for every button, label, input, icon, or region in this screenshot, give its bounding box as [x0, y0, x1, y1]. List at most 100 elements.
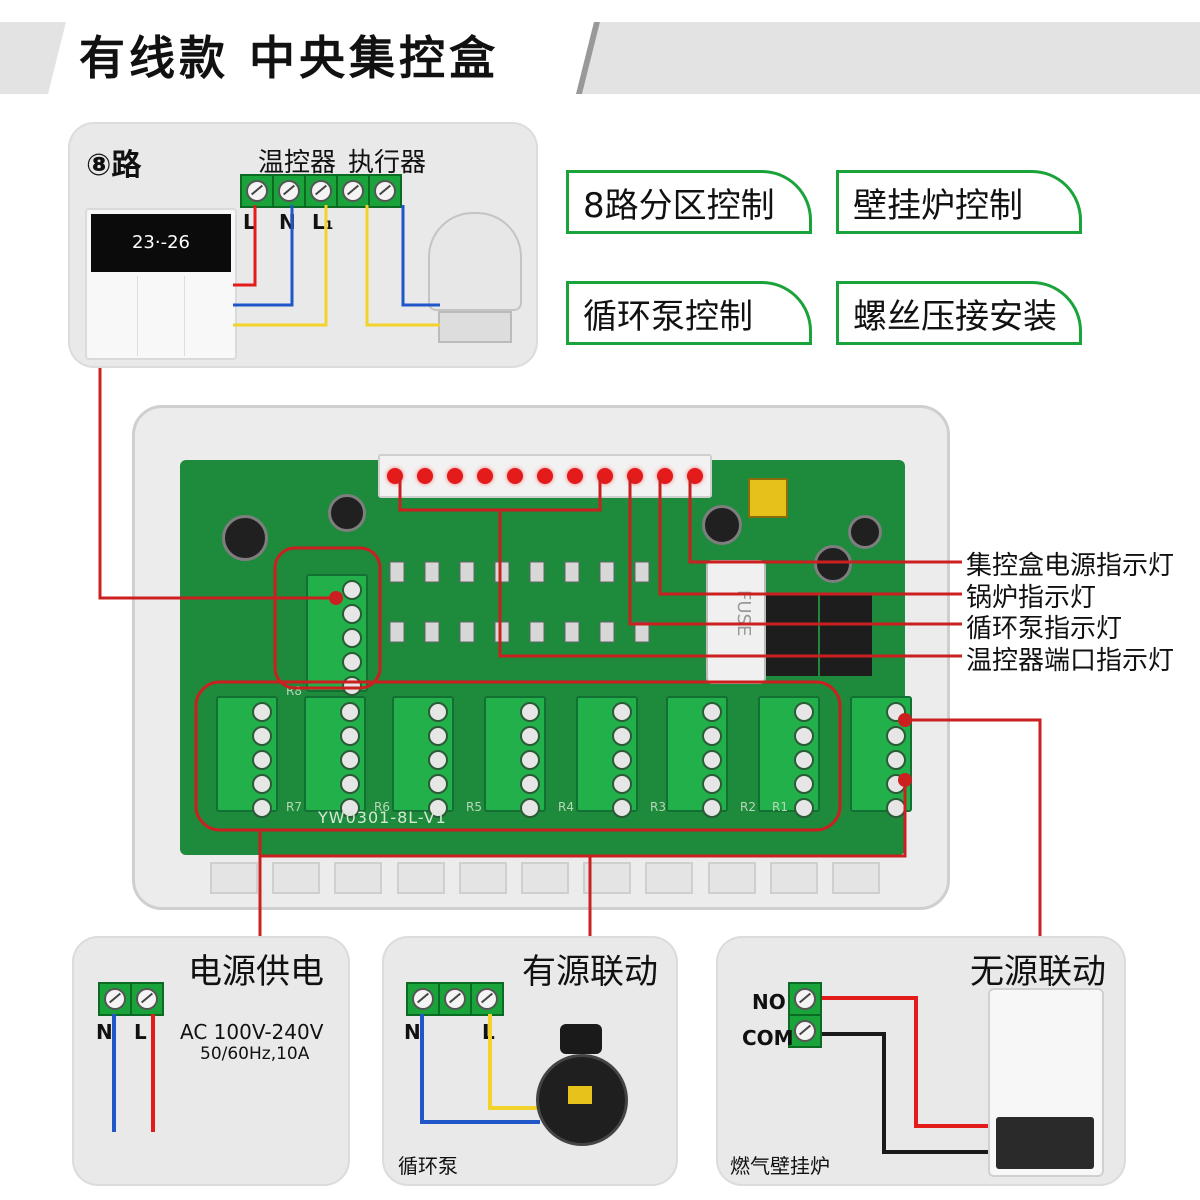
callout-zone-terminals-box: [194, 680, 842, 832]
thermostat-screen: 23·-26: [91, 214, 231, 272]
zone-label: R2: [740, 800, 756, 814]
led-icon: [477, 468, 493, 484]
led-icon: [447, 468, 463, 484]
power-pin-n: N: [96, 1020, 113, 1044]
screw-icon: [342, 580, 362, 600]
zone-terminal: [392, 696, 454, 818]
relay-icon: [820, 594, 872, 676]
capacitor-icon: [328, 494, 366, 532]
active-pin-n: N: [404, 1020, 421, 1044]
power-spec-frequency: 50/60Hz,10A: [200, 1044, 310, 1064]
led-icon: [417, 468, 433, 484]
pin-label-l1: L₁: [312, 210, 334, 234]
active-terminal-block: [406, 982, 504, 1016]
zone-label: R5: [466, 800, 482, 814]
indicator-power: 集控盒电源指示灯: [966, 551, 1175, 581]
feature-screw-mount: 螺丝压接安装: [836, 281, 1082, 345]
capacitor-icon: [702, 505, 742, 545]
thermostat-label: 温控器: [258, 148, 337, 178]
indicator-thermostat-port: 温控器端口指示灯: [966, 646, 1175, 676]
passive-terminal-block: [788, 982, 822, 1048]
channels-badge: ⑧路: [86, 148, 142, 183]
callout-pump-indicator: [628, 478, 962, 626]
zone-label: R1: [772, 800, 788, 814]
screw-icon: [104, 988, 126, 1010]
zone-label: R7: [286, 800, 302, 814]
screw-icon: [444, 988, 466, 1010]
screw-icon: [412, 988, 434, 1010]
indicator-boiler: 锅炉指示灯: [966, 583, 1097, 613]
top-terminal-block: [240, 174, 402, 208]
power-panel: [72, 936, 350, 1186]
screw-icon: [278, 180, 300, 202]
screw-icon: [794, 988, 816, 1010]
screw-icon: [246, 180, 268, 202]
active-linkage-panel: [382, 936, 678, 1186]
screw-icon: [374, 180, 396, 202]
power-wires: [112, 1014, 155, 1132]
thermostat-device: 23·-26: [85, 208, 237, 360]
output-terminal: [850, 696, 912, 818]
zone-terminal: [216, 696, 278, 818]
zone-terminal: [758, 696, 820, 818]
feature-boiler: 壁挂炉控制: [836, 170, 1082, 234]
thermostat-mode-button[interactable]: [91, 276, 138, 356]
zone-label: R4: [558, 800, 574, 814]
actuator-icon: [428, 212, 524, 343]
wire-blue: [233, 205, 294, 307]
callout-upper-terminal-box: [273, 546, 382, 690]
wire-yellow: [233, 205, 328, 327]
zone-terminal: [484, 696, 546, 818]
passive-pin-com: COM: [742, 1026, 794, 1050]
callout-passive-link: [905, 718, 1042, 940]
power-spec-voltage: AC 100V-240V: [180, 1020, 324, 1044]
wire-blue-actuator: [401, 205, 440, 307]
screw-icon: [310, 180, 332, 202]
power-terminal-block: [98, 982, 164, 1016]
capacitor-icon: [222, 515, 268, 561]
screw-icon: [794, 1020, 816, 1042]
zone-label: R3: [650, 800, 666, 814]
callout-active-link: [260, 780, 907, 940]
screw-icon: [342, 604, 362, 624]
gas-boiler-icon: [988, 988, 1104, 1177]
relay-icon: [766, 594, 818, 676]
top-wiring-svg: [233, 205, 440, 327]
callout-power-indicator: [688, 478, 962, 564]
callout-port-indicator: [398, 478, 962, 658]
cable-slot-row: [210, 862, 880, 894]
capacitor-icon: [848, 515, 882, 549]
led-icon: [567, 468, 583, 484]
wire-red: [233, 205, 257, 287]
passive-pin-no: NO: [752, 990, 786, 1014]
feature-8-zone: 8路分区控制: [566, 170, 812, 234]
passive-panel-title: 无源联动: [970, 952, 1106, 992]
screw-icon: [342, 652, 362, 672]
active-wires: [420, 1014, 540, 1124]
power-pin-l: L: [134, 1020, 147, 1044]
circulation-pump-icon: [530, 1024, 630, 1146]
thermostat-up-button[interactable]: [138, 276, 185, 356]
feature-pump: 循环泵控制: [566, 281, 812, 345]
zone-terminal: [666, 696, 728, 818]
zone-terminal: [576, 696, 638, 818]
pump-label: 循环泵: [398, 1154, 458, 1178]
callout-thermostat-link: [98, 368, 336, 600]
screw-icon: [342, 180, 364, 202]
capacitor-icon: [814, 545, 852, 583]
board-model: YW0301-8L-V1: [318, 808, 447, 827]
thermostat-reading: 23·-26: [131, 232, 191, 253]
wire-yellow-actuator: [365, 205, 440, 327]
indicator-pump: 循环泵指示灯: [966, 614, 1123, 644]
screw-icon: [342, 628, 362, 648]
zone-label: R6: [374, 800, 390, 814]
power-panel-title: 电源供电: [188, 952, 324, 992]
active-panel-title: 有源联动: [522, 952, 658, 992]
led-icon: [507, 468, 523, 484]
led-icon: [537, 468, 553, 484]
screw-icon: [476, 988, 498, 1010]
transformer-icon: [748, 478, 788, 518]
screw-icon: [136, 988, 158, 1010]
pin-label-l: L: [243, 210, 256, 234]
